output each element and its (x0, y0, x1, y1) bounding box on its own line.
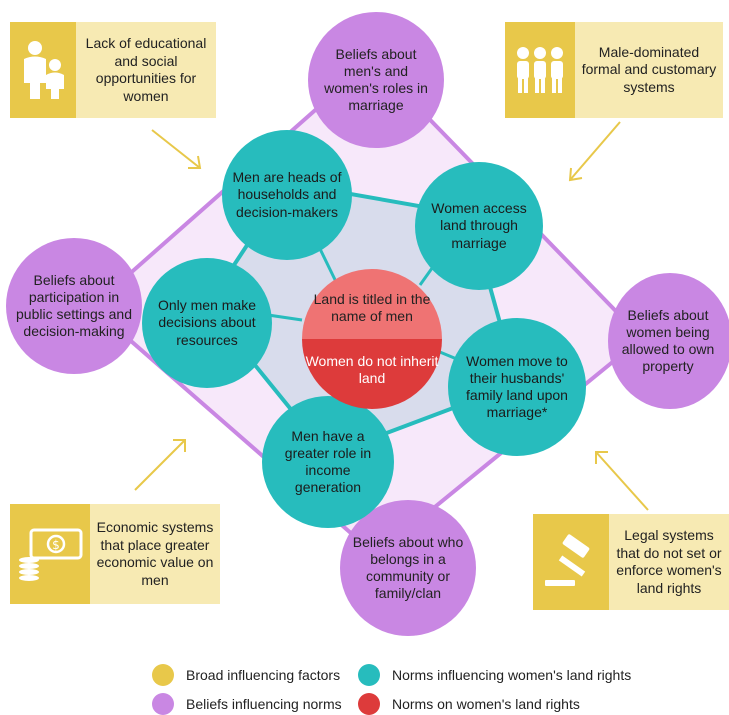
factor-economic: $ Economic systems that place greater ec… (10, 504, 220, 604)
factor-education-text: Lack of educational and social opportuni… (76, 22, 216, 118)
legend-core-label: Norms on women's land rights (392, 696, 580, 712)
legend-beliefs-swatch (152, 693, 174, 715)
legend-broad-label: Broad influencing factors (186, 667, 341, 683)
legend-broad: Broad influencing factors (152, 664, 340, 686)
belief-marriage-roles: Beliefs about men's and women's roles in… (308, 12, 444, 148)
svg-text:$: $ (52, 538, 60, 552)
legend-norms-swatch (358, 664, 380, 686)
norm-move-to-husband-land: Women move to their husbands' family lan… (448, 318, 586, 456)
factor-legal-text: Legal systems that do not set or enforce… (609, 514, 729, 610)
belief-own-property: Beliefs about women being allowed to own… (608, 273, 729, 409)
legend-core: Norms on women's land rights (358, 693, 580, 715)
belief-participation: Beliefs about participation in public se… (6, 238, 142, 374)
factor-economic-text: Economic systems that place greater econ… (90, 504, 220, 604)
norm-heads-of-households: Men are heads of households and decision… (222, 130, 352, 260)
legend-norms-label: Norms influencing women's land rights (392, 667, 632, 683)
factor-male-dominated: Male-dominated formal and customary syst… (505, 22, 723, 118)
legend-core-swatch (358, 693, 380, 715)
factor-education: Lack of educational and social opportuni… (10, 22, 216, 118)
norm-access-through-marriage: Women access land through marriage (415, 162, 543, 290)
legend-beliefs-label: Beliefs influencing norms (186, 696, 342, 712)
factor-male-dominated-text: Male-dominated formal and customary syst… (575, 22, 723, 118)
norm-income-generation: Men have a greater role in income genera… (262, 396, 394, 528)
legend-beliefs: Beliefs influencing norms (152, 693, 342, 715)
legend-norms: Norms influencing women's land rights (358, 664, 631, 686)
legend-broad-swatch (152, 664, 174, 686)
group-icon (505, 22, 575, 118)
belief-belonging: Beliefs about who belongs in a community… (340, 500, 476, 636)
gavel-icon (533, 514, 609, 610)
factor-legal: Legal systems that do not set or enforce… (533, 514, 729, 610)
factor-arrows (134, 121, 649, 511)
family-icon (10, 22, 76, 118)
money-icon: $ (10, 504, 90, 604)
norm-men-decisions: Only men make decisions about resources (142, 258, 272, 388)
